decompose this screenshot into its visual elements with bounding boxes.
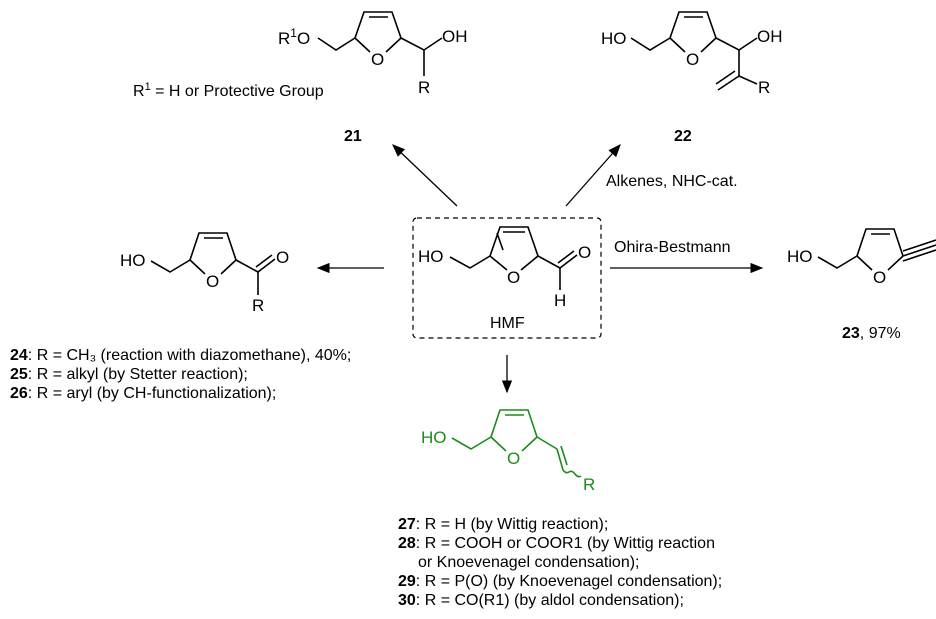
c21-id-label: 21 (344, 128, 362, 145)
c22-oh-label: OH (757, 27, 783, 46)
note-num: 25 (10, 366, 28, 383)
compound-24-structure: HO O O R (120, 232, 289, 315)
c27-ring-o-label: O (507, 449, 520, 468)
note-text: or Knoevenagel condensation); (418, 554, 640, 571)
c21-oh-label: OH (442, 27, 468, 46)
hmf-label: HMF (490, 315, 525, 332)
compound-23-structure: HO O 23, 97% (787, 228, 936, 342)
arrow-label-ohira: Ohira-Bestmann (614, 239, 731, 256)
note-25: 25: R = alkyl (by Stetter reaction); (10, 365, 351, 384)
c22-id-label: 22 (674, 128, 692, 145)
c24-ring-o-label: O (206, 272, 219, 291)
hmf-dashed-box (412, 217, 602, 339)
note-text: : R = aryl (by CH-functionalization); (27, 385, 277, 402)
arrow-label-alkenes: Alkenes, NHC-cat. (606, 173, 738, 190)
note-num: 30 (398, 592, 416, 609)
c24-ho-label: HO (120, 251, 146, 270)
c22-ho-label: HO (601, 29, 627, 48)
note-27: 27: R = H (by Wittig reaction); (398, 515, 722, 534)
note-text: : R = CH₃ (reaction with diazomethane), … (27, 347, 352, 364)
left-notes: 24: R = CH₃ (reaction with diazomethane)… (10, 346, 351, 403)
hmf-structure: HO O O H HMF (412, 217, 602, 339)
note-text: : R = COOH or COOR1 (by Wittig reaction (415, 535, 715, 552)
note-28: 28: R = COOH or COOR1 (by Wittig reactio… (398, 534, 722, 553)
note-num: 29 (398, 573, 416, 590)
note-text: : R = H (by Wittig reaction); (415, 516, 609, 533)
note-text: : R = alkyl (by Stetter reaction); (27, 366, 248, 383)
note-num: 26 (10, 385, 28, 402)
note-29: 29: R = P(O) (by Knoevenagel condensatio… (398, 572, 722, 591)
c27-r-label: R (583, 475, 595, 494)
compound-21-structure: R1O O OH R R1 = H or Protective Group 21 (133, 11, 468, 145)
compound-22-structure: HO O OH R 22 (601, 11, 783, 145)
hmf-ho-label: HO (418, 247, 444, 266)
c21-ring-o-label: O (371, 50, 384, 69)
bottom-notes: 27: R = H (by Wittig reaction); 28: R = … (398, 515, 722, 610)
note-text: : R = P(O) (by Knoevenagel condensation)… (415, 573, 723, 590)
c23-ho-label: HO (787, 247, 813, 266)
note-num: 27 (398, 516, 416, 533)
note-28-cont: or Knoevenagel condensation); (398, 553, 722, 572)
note-text: : R = CO(R1) (by aldol condensation); (415, 592, 684, 609)
c24-r-label: R (252, 296, 264, 315)
note-num: 24 (10, 347, 28, 364)
note-30: 30: R = CO(R1) (by aldol condensation); (398, 591, 722, 610)
c23-label: 23, 97% (842, 325, 901, 342)
c21-note: R1 = H or Protective Group (133, 81, 324, 100)
compound-27-structure: HO O R (421, 409, 595, 494)
note-24: 24: R = CH₃ (reaction with diazomethane)… (10, 346, 351, 365)
hmf-ring-o-label: O (507, 268, 520, 287)
c22-r-label: R (758, 78, 770, 97)
arrow-to-21 (392, 144, 458, 207)
arrow-to-22 (565, 144, 621, 207)
c24-keto-o-label: O (276, 248, 289, 267)
c23-ring-o-label: O (873, 268, 886, 287)
hmf-aldehyde-o-label: O (578, 243, 591, 262)
c21-r1o-label: R1O (278, 26, 310, 48)
c22-ring-o-label: O (686, 50, 699, 69)
note-num: 28 (398, 535, 416, 552)
c21-r-label: R (418, 78, 430, 97)
note-26: 26: R = aryl (by CH-functionalization); (10, 384, 351, 403)
hmf-aldehyde-h-label: H (554, 291, 566, 310)
c27-ho-label: HO (421, 428, 447, 447)
